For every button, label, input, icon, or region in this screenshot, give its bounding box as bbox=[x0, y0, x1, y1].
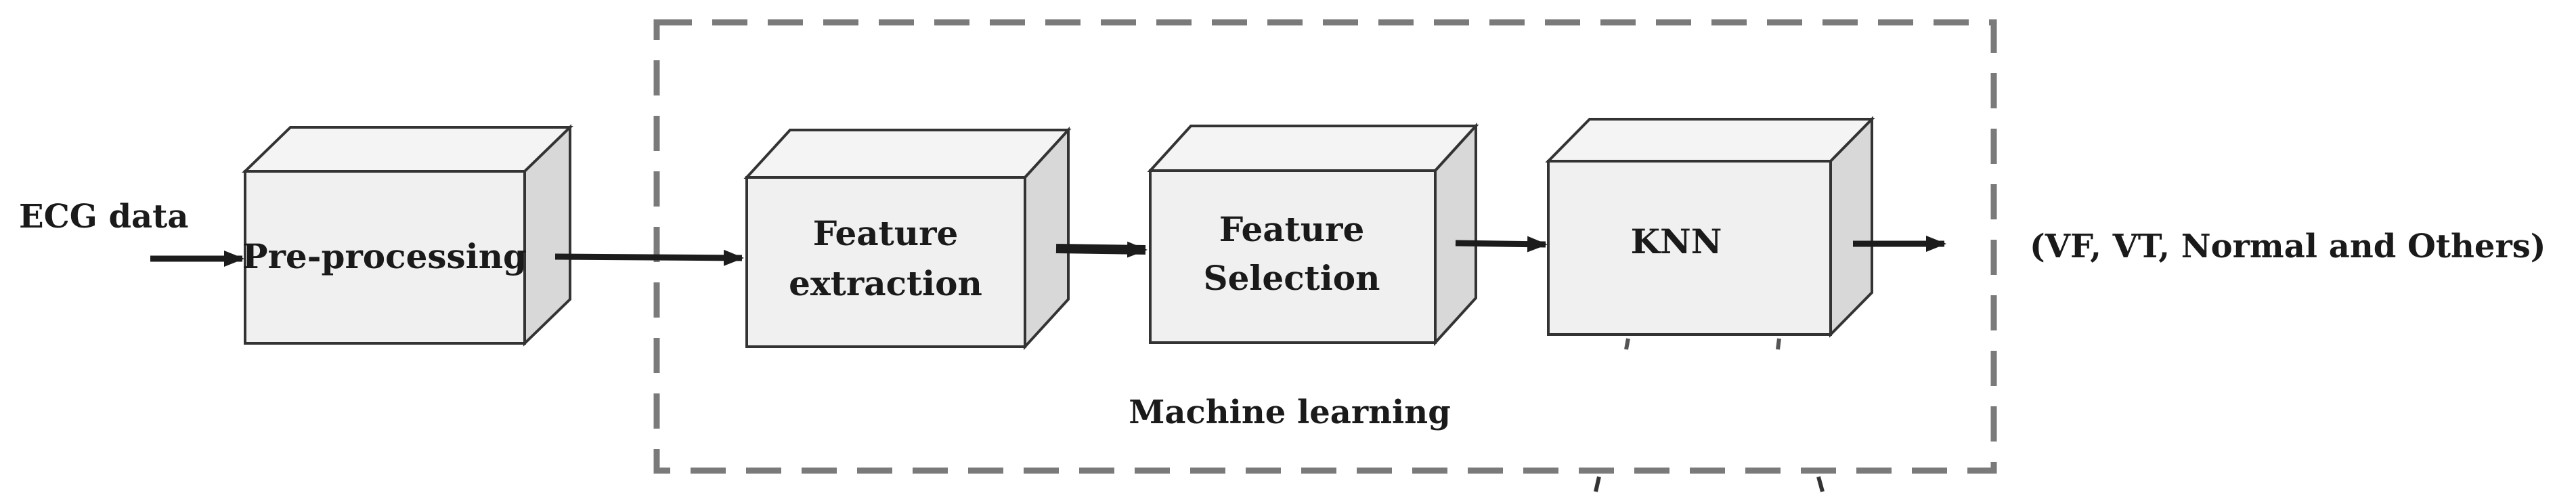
block-label-line-1: Feature bbox=[1219, 209, 1365, 249]
arrow-selection-to-knn bbox=[1455, 236, 1548, 253]
block-top-face bbox=[242, 126, 573, 173]
block-top-face bbox=[743, 129, 1072, 179]
block-label: Pre-processing bbox=[242, 236, 527, 276]
arrow-preprocessing-to-extraction bbox=[554, 249, 744, 266]
artifact-mark bbox=[1624, 338, 1630, 350]
block-feature-selection: Feature Selection bbox=[1147, 122, 1479, 347]
group-label: Machine learning bbox=[1129, 393, 1451, 431]
artifact-mark bbox=[1816, 476, 1825, 492]
block-top-face bbox=[1147, 125, 1479, 172]
block-label-line-2: extraction bbox=[789, 263, 982, 303]
input-label: ECG data bbox=[19, 198, 188, 236]
block-knn: KNN bbox=[1545, 116, 1875, 338]
block-front-face bbox=[1547, 160, 1832, 336]
block-feature-extraction: Feature extraction bbox=[743, 126, 1072, 351]
block-label: KNN bbox=[1631, 221, 1722, 261]
block-front-face bbox=[244, 170, 526, 345]
artifact-mark bbox=[1776, 338, 1781, 350]
output-label: (VF, VT, Normal and Others) bbox=[2030, 228, 2546, 265]
arrow-extraction-to-selection bbox=[1055, 241, 1148, 258]
block-label-line-1: Feature bbox=[813, 213, 959, 253]
block-top-face bbox=[1545, 118, 1875, 163]
machine-learning-group-border bbox=[653, 19, 1997, 474]
block-front-face bbox=[745, 176, 1026, 348]
block-label-line-2: Selection bbox=[1204, 258, 1380, 298]
block-front-face bbox=[1149, 169, 1437, 344]
artifact-mark bbox=[1594, 476, 1601, 492]
block-preprocessing: Pre-processing bbox=[242, 124, 573, 347]
